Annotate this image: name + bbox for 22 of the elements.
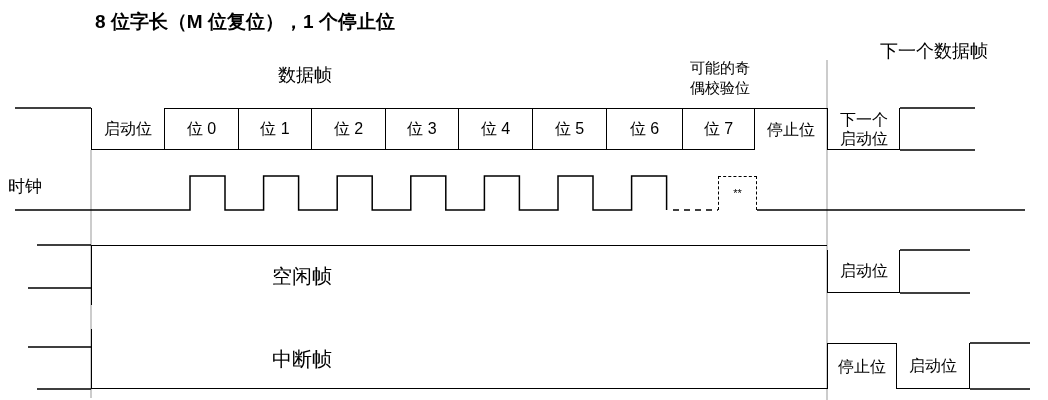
bit-cell: 位 0 [164, 108, 238, 150]
bit-cell: 位 3 [385, 108, 458, 150]
next-frame-label: 下一个数据帧 [880, 40, 989, 63]
break-frame: 中断帧 [91, 329, 827, 389]
bit-cell: 位 2 [311, 108, 385, 150]
bit-cell: 位 4 [458, 108, 532, 150]
bit-cell: 位 6 [606, 108, 682, 150]
bit-cell: 位 1 [238, 108, 311, 150]
signal-label: 时钟 [8, 176, 43, 198]
bit-cell: 位 7 [682, 108, 755, 150]
diagram-title: 8 位字长（M 位复位），1 个停止位 [95, 10, 395, 34]
idle-frame: 空闲帧 [91, 245, 827, 305]
parity-note: 可能的奇偶校验位 [689, 58, 751, 98]
start-bit-cell: 启动位 [91, 108, 164, 150]
bit-cell: 位 5 [532, 108, 606, 150]
stop-bit-cell: 停止位 [827, 343, 897, 389]
next-start-bit-cell: 下一个启动位 [827, 108, 900, 150]
start-bit-cell: 启动位 [897, 343, 970, 389]
start-bit-cell: 启动位 [827, 250, 900, 293]
frame-label: 数据帧 [277, 64, 333, 87]
stop-bit-cell: 停止位 [755, 108, 827, 150]
parity-pulse-box: ** [718, 176, 757, 210]
